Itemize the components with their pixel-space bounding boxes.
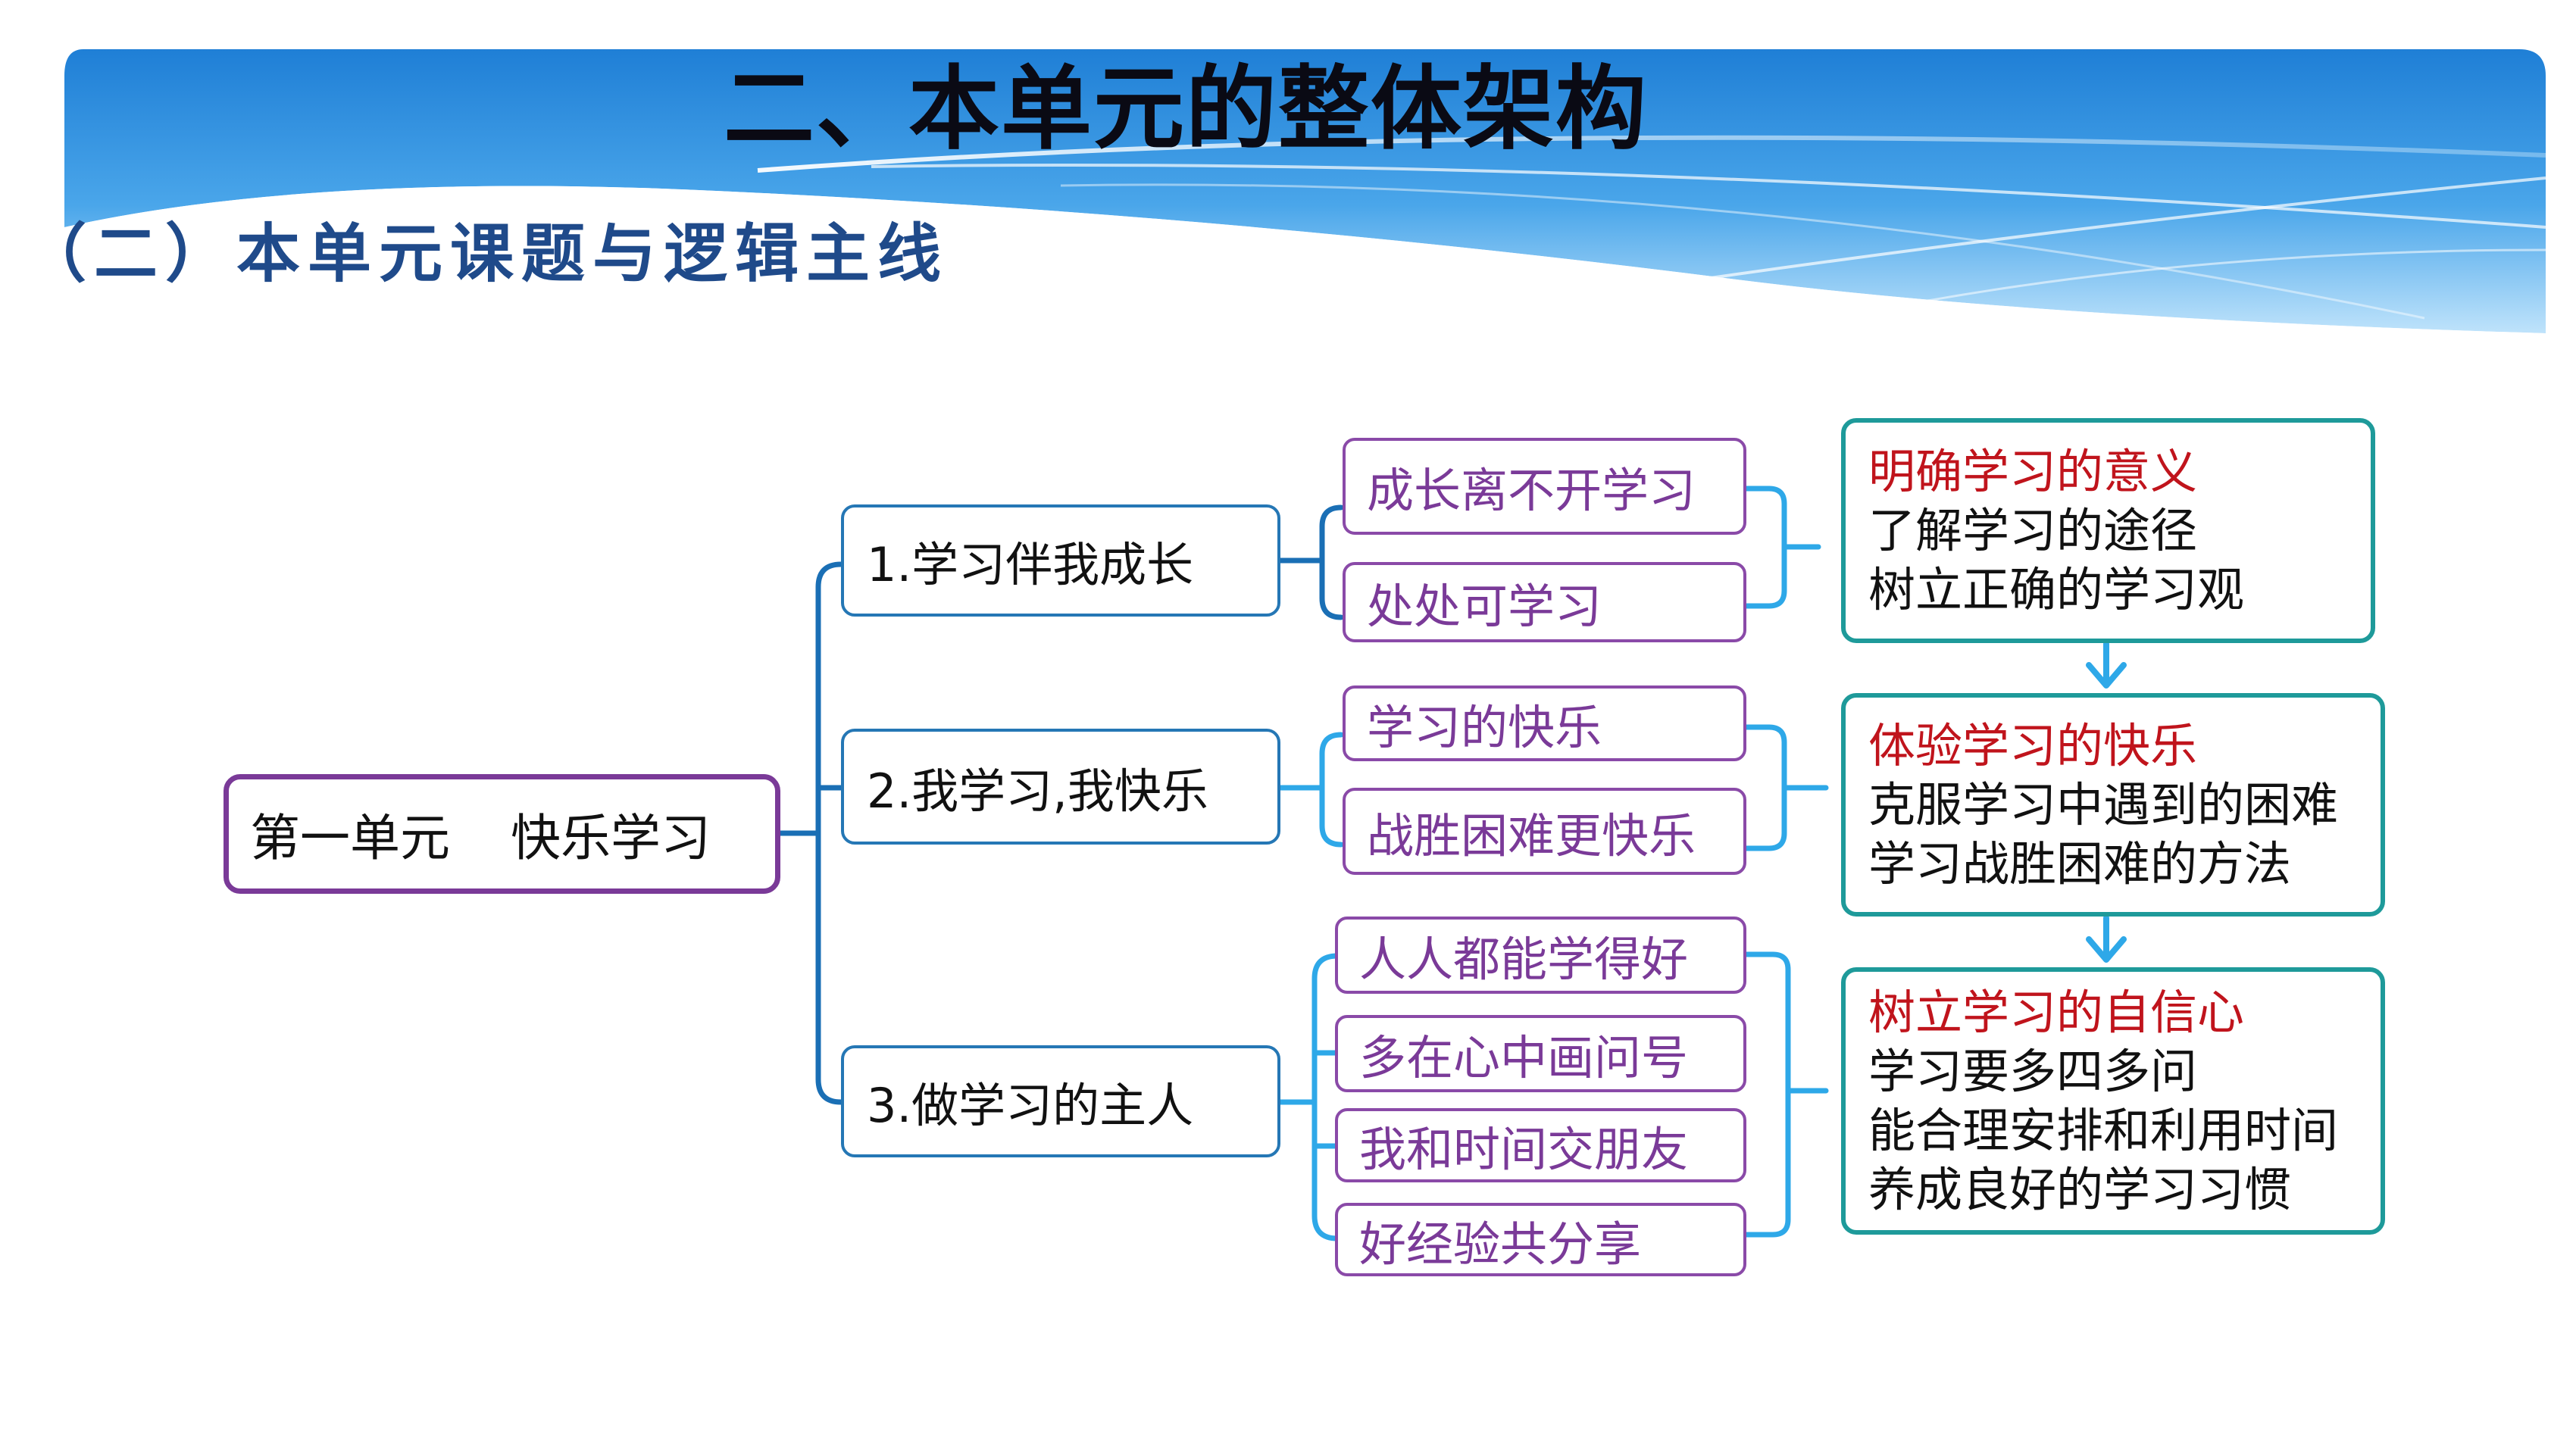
goal-1-heading: 明确学习的意义 <box>1868 443 2198 499</box>
unit-root-node: 第一单元 快乐学习 <box>224 774 780 894</box>
header-banner <box>64 49 2546 348</box>
goal-2-heading: 体验学习的快乐 <box>1868 717 2198 773</box>
topic-node-7: 我和时间交朋友 <box>1335 1108 1746 1182</box>
lesson1-topics-bracket <box>1277 504 1344 620</box>
lesson-node-2: 2.我学习,我快乐 <box>841 729 1280 845</box>
topic-node-3: 学习的快乐 <box>1343 685 1746 761</box>
topic-node-5: 人人都能学得好 <box>1335 917 1746 994</box>
goal-3-heading: 树立学习的自信心 <box>1868 984 2245 1040</box>
goal-2-line-2: 学习战胜困难的方法 <box>1868 835 2292 892</box>
lesson-node-1: 1.学习伴我成长 <box>841 504 1280 617</box>
goal-2-line-1: 克服学习中遇到的困难 <box>1868 776 2339 832</box>
goal-node-3: 树立学习的自信心 学习要多四多问 能合理安排和利用时间 养成良好的学习习惯 <box>1841 967 2385 1235</box>
lesson3-topics-bracket <box>1277 953 1340 1241</box>
goal-node-2: 体验学习的快乐 克服学习中遇到的困难 学习战胜困难的方法 <box>1841 693 2385 917</box>
goal-3-line-1: 学习要多四多问 <box>1868 1043 2198 1099</box>
goal-3-line-2: 能合理安排和利用时间 <box>1868 1102 2339 1158</box>
topic-node-4: 战胜困难更快乐 <box>1343 788 1746 875</box>
unit-number: 第一单元 <box>250 809 450 867</box>
topics-to-goal2-bracket <box>1743 724 1829 851</box>
root-to-lessons-bracket <box>777 561 844 1105</box>
goal-3-line-3: 养成良好的学习习惯 <box>1868 1161 2292 1217</box>
lesson2-topics-bracket <box>1277 732 1344 848</box>
topic-node-6: 多在心中画问号 <box>1335 1015 1746 1092</box>
goal-node-1: 明确学习的意义 了解学习的途径 树立正确的学习观 <box>1841 418 2375 643</box>
goal-flow-arrows <box>2086 641 2127 963</box>
topics-to-goal3-bracket <box>1743 951 1829 1238</box>
lesson-node-3: 3.做学习的主人 <box>841 1045 1280 1157</box>
section-subtitle: （二）本单元课题与逻辑主线 <box>23 216 949 291</box>
page-title: 二、本单元的整体架构 <box>724 57 1648 162</box>
topic-node-2: 处处可学习 <box>1343 562 1746 642</box>
topic-node-8: 好经验共分享 <box>1335 1203 1746 1276</box>
goal-1-line-2: 树立正确的学习观 <box>1868 561 2245 617</box>
topic-node-1: 成长离不开学习 <box>1343 438 1746 535</box>
topics-to-goal1-bracket <box>1743 486 1821 609</box>
unit-theme: 快乐学习 <box>511 809 711 867</box>
goal-1-line-1: 了解学习的途径 <box>1868 502 2198 558</box>
